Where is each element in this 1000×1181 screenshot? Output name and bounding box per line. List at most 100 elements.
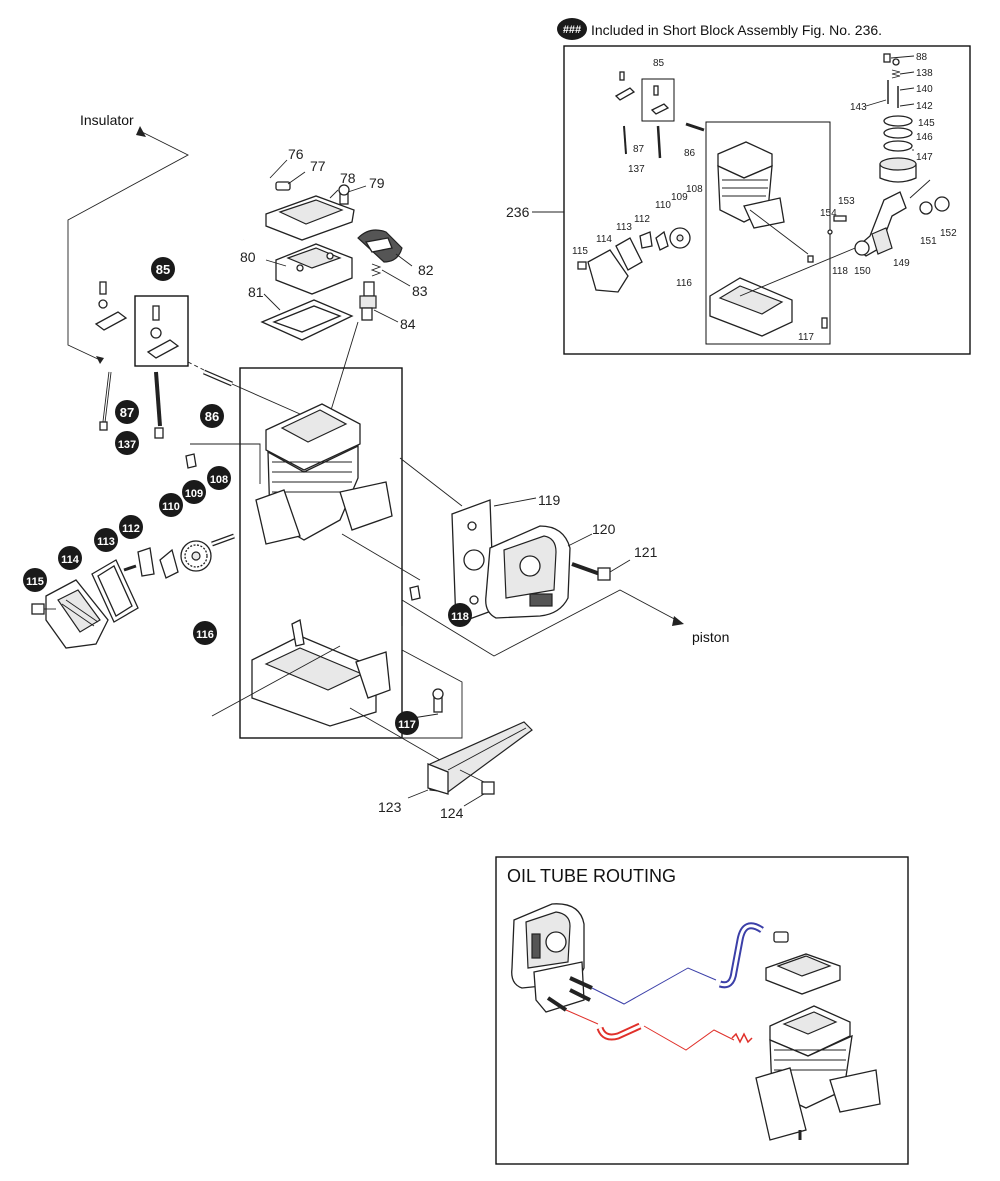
svg-text:85: 85 [156,262,170,277]
inset-label-86: 86 [684,148,696,159]
label-76: 76 [288,146,304,162]
inset-label-138: 138 [916,68,933,79]
badge-110: 110 [159,493,183,517]
label-124: 124 [440,805,464,821]
label-236: 236 [506,204,530,220]
inset-label-151: 151 [920,236,937,247]
inset-label-110: 110 [655,200,671,211]
inset-label-146: 146 [916,132,933,143]
label-82: 82 [418,262,434,278]
muffler-bolt [571,562,611,581]
badge-85: 85 [151,257,175,281]
intake-cover [45,579,109,649]
inset-label-154: 154 [820,208,837,219]
valve-cover [265,189,355,241]
inset-label-117: 117 [798,332,814,343]
cam-gear [180,540,212,572]
inset-label-153: 153 [838,196,855,207]
badge-118: 118 [448,603,472,627]
label-123: 123 [378,799,402,815]
inset-label-115: 115 [572,246,588,257]
oil-tube-title: OIL TUBE ROUTING [507,866,676,886]
inset-frame [563,45,971,355]
svg-text:86: 86 [205,409,219,424]
badge-108: 108 [207,466,231,490]
label-80: 80 [240,249,256,265]
inset-label-150: 150 [854,266,871,277]
label-121: 121 [634,544,658,560]
main-plain-labels: 76 77 78 79 80 81 82 83 84 119 120 121 1… [240,146,658,821]
label-119: 119 [538,492,561,508]
svg-text:114: 114 [61,554,80,566]
inset-label-116: 116 [676,278,692,289]
label-120: 120 [592,521,616,537]
label-81: 81 [248,284,264,300]
inset-label-113: 113 [616,222,632,233]
inset-label-152: 152 [940,228,957,239]
label-79: 79 [369,175,385,191]
crankcase [251,619,391,727]
inset-label-137: 137 [628,164,645,175]
svg-text:87: 87 [120,405,134,420]
inset-label-140: 140 [916,84,933,95]
inset-label-118: 118 [832,266,848,277]
legend-text: Included in Short Block Assembly Fig. No… [591,22,882,38]
rocker-arm-box [134,295,189,367]
piston-label: piston [692,629,729,645]
inset-label-114: 114 [596,234,612,245]
inset-labels: 85 87 137 86 108 109 110 112 113 114 115… [572,52,957,343]
main-view: Insulator [23,112,729,821]
inset-label-149: 149 [893,258,910,269]
svg-text:118: 118 [451,611,469,623]
svg-text:108: 108 [210,474,228,486]
insulator-label: Insulator [80,112,134,128]
svg-text:110: 110 [162,501,180,513]
badge-115: 115 [23,568,47,592]
svg-text:113: 113 [97,536,115,548]
inset-label-109: 109 [671,192,688,203]
label-84: 84 [400,316,416,332]
inset-label-112: 112 [634,214,650,225]
short-block-frame [239,367,403,739]
inset-rocker-box [641,78,675,122]
short-block-inset: 236 [506,45,971,355]
label-83: 83 [412,283,428,299]
svg-text:116: 116 [196,629,214,641]
legend-badge [557,18,587,40]
badge-112: 112 [119,515,143,539]
inset-label-143: 143 [850,102,867,113]
oil-tube-upper [591,922,764,1005]
spark-plug [359,281,377,321]
skid-plate [427,721,533,795]
badge-109: 109 [182,480,206,504]
svg-text:137: 137 [118,439,136,451]
inset-label-145: 145 [918,118,935,129]
badge-86: 86 [200,404,224,428]
muffler [485,525,571,619]
main-badge-labels: 85 86 87 137 108 109 110 112 113 114 115… [23,257,472,735]
inset-label-87: 87 [633,144,645,155]
label-78: 78 [340,170,356,186]
legend: ### Included in Short Block Assembly Fig… [557,18,882,40]
badge-113: 113 [94,528,118,552]
svg-text:115: 115 [26,576,44,588]
oil-engine [755,1005,881,1141]
cylinder [255,403,393,545]
badge-114: 114 [58,546,82,570]
label-77: 77 [310,158,326,174]
badge-137: 137 [115,431,139,455]
inset-label-85: 85 [653,58,665,69]
badge-116: 116 [193,621,217,645]
legend-badge-text: ### [563,24,581,36]
svg-text:112: 112 [122,523,140,535]
oil-tube-lower [565,1009,753,1051]
inset-label-142: 142 [916,101,933,112]
insulator-plate [451,499,495,625]
rocker-cover [275,243,353,295]
badge-117: 117 [395,711,419,735]
oil-tube-routing: OIL TUBE ROUTING [495,856,909,1165]
badge-87: 87 [115,400,139,424]
svg-text:117: 117 [398,719,416,731]
inset-label-88: 88 [916,52,928,63]
